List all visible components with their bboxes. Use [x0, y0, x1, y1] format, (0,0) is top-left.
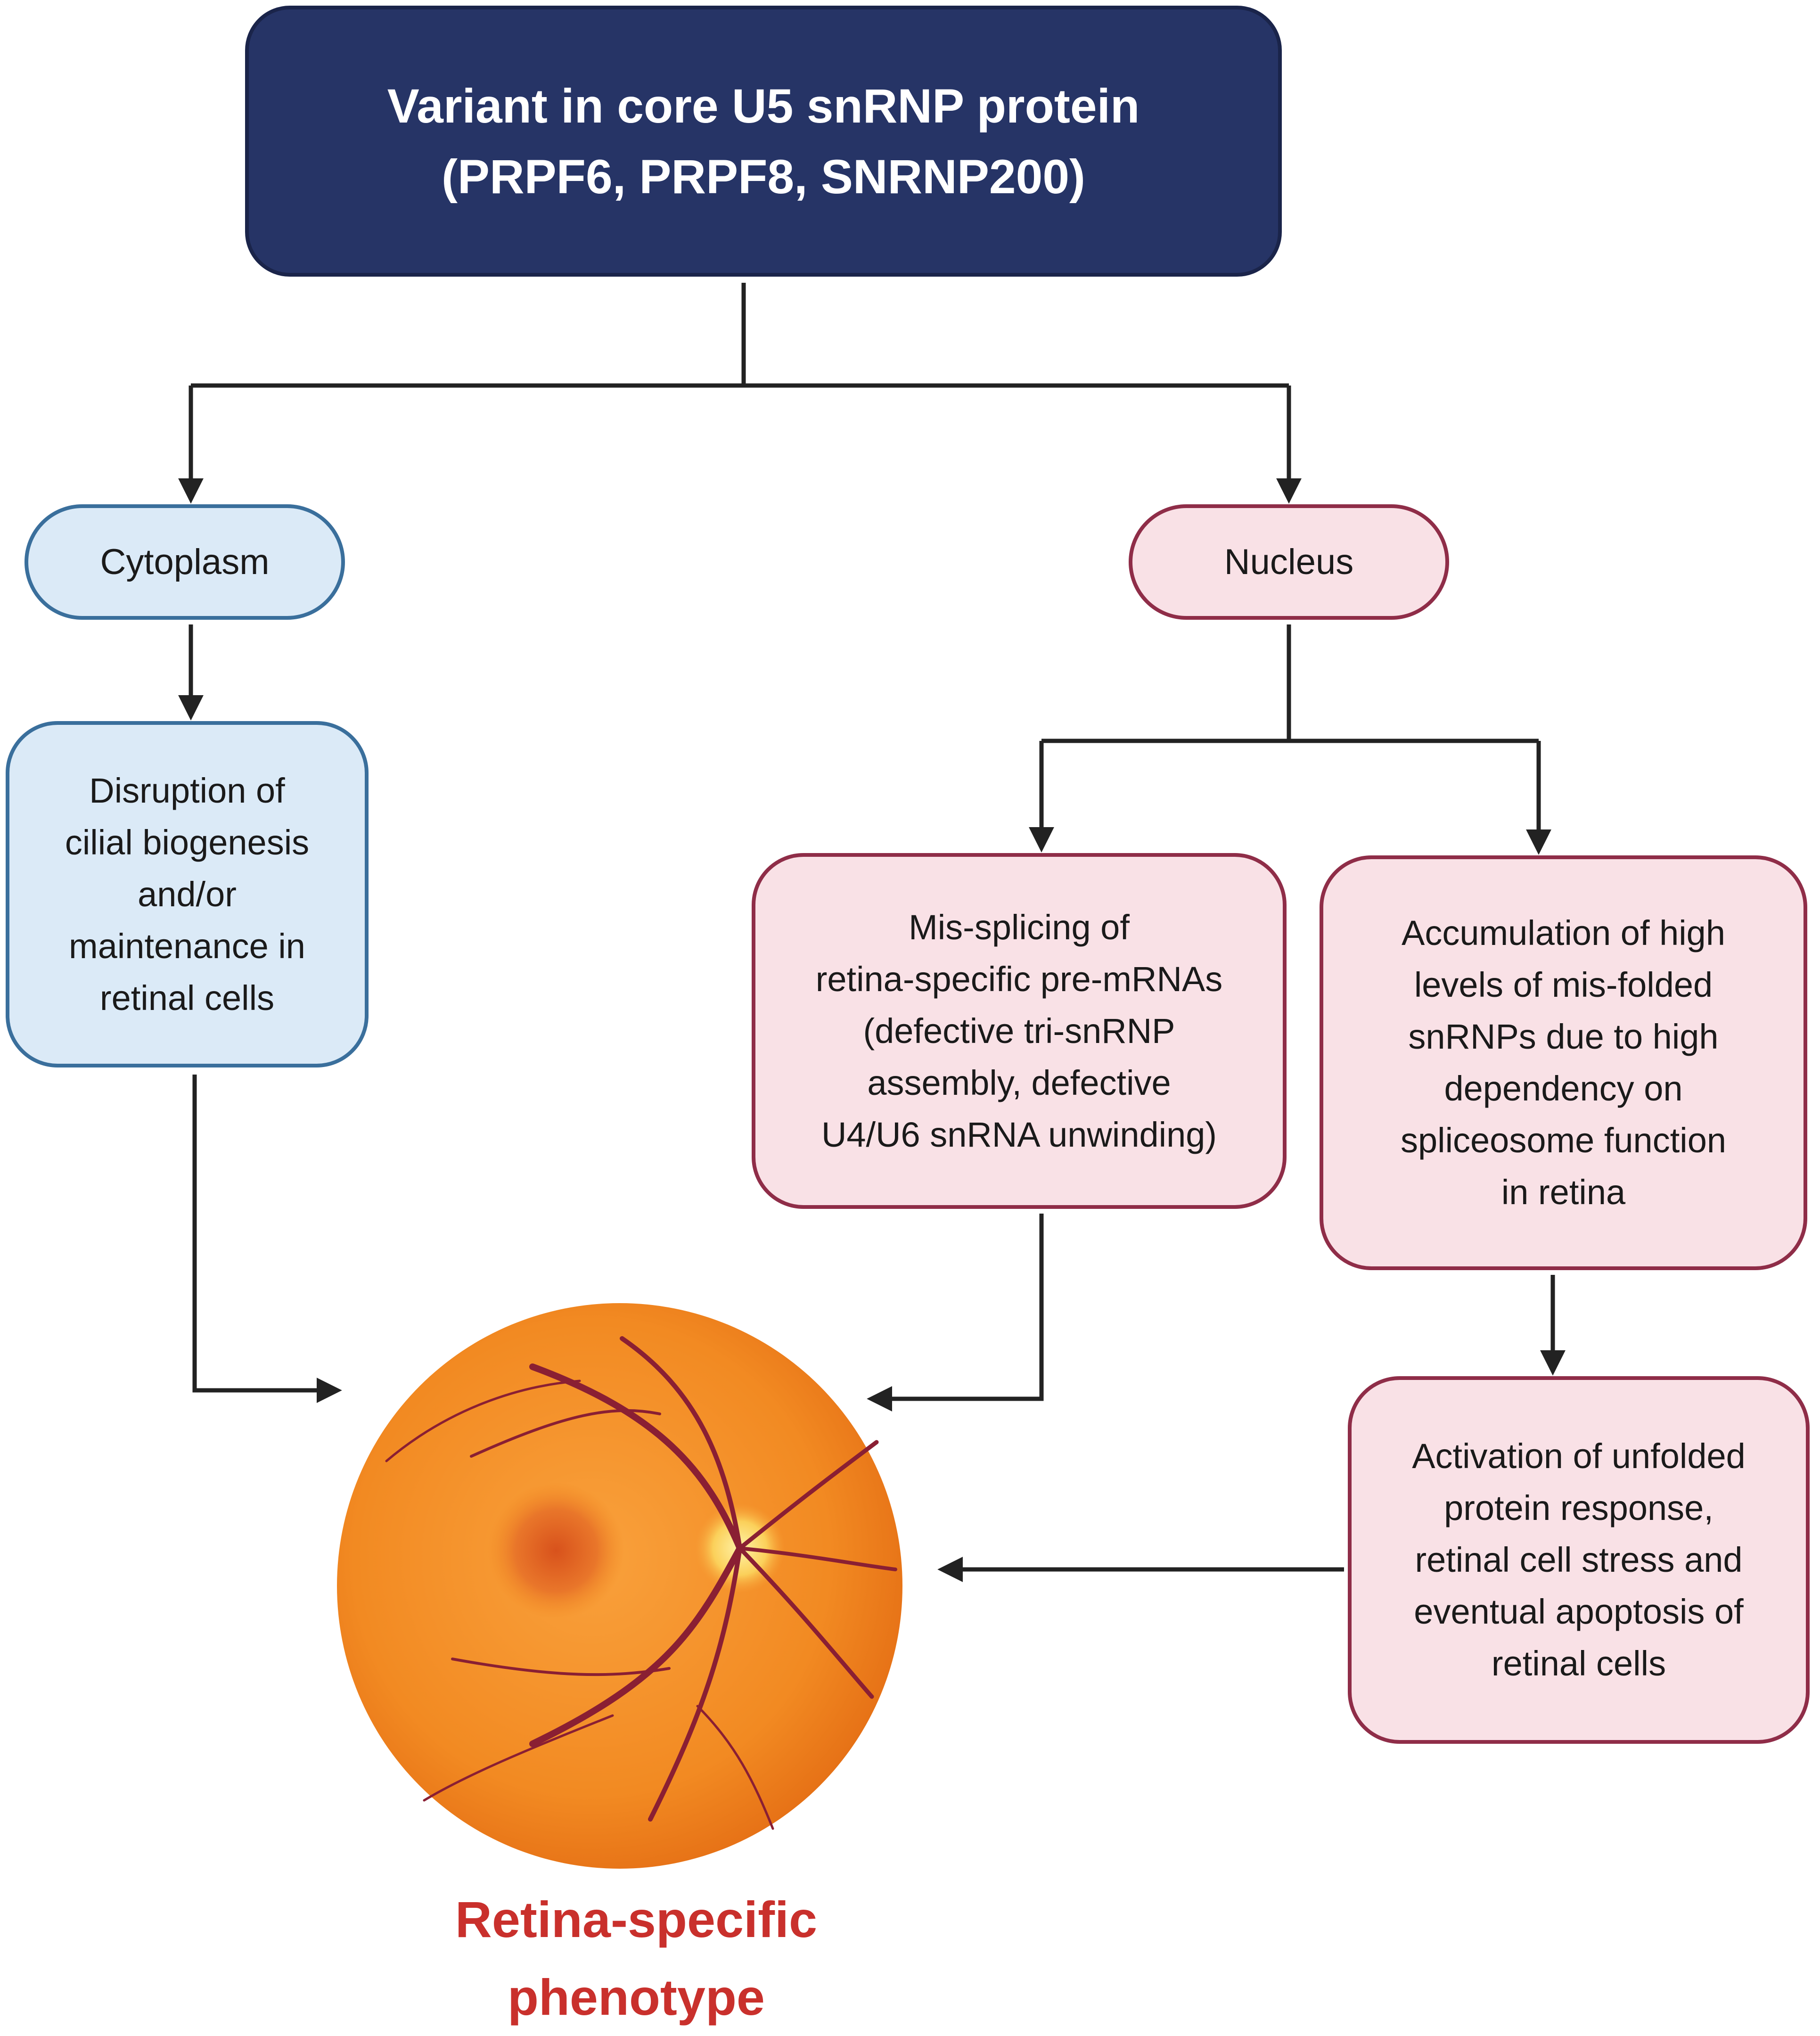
- activation-line: retinal cells: [1491, 1644, 1666, 1683]
- disruption-line: maintenance in: [69, 926, 305, 966]
- accumulation-line: in retina: [1501, 1173, 1626, 1212]
- disruption-line: cilial biogenesis: [65, 822, 310, 862]
- activation-line: protein response,: [1444, 1488, 1713, 1527]
- activation-line: retinal cell stress and: [1415, 1540, 1743, 1579]
- variant-line-1: Variant in core U5 snRNP protein: [387, 79, 1140, 133]
- cytoplasm-box: Cytoplasm: [25, 504, 345, 620]
- missplicing-line: U4/U6 snRNA unwinding): [821, 1115, 1217, 1154]
- missplicing-line: (defective tri-snRNP: [863, 1011, 1175, 1051]
- missplicing-line: Mis-splicing of: [909, 907, 1130, 947]
- disruption-line: and/or: [138, 874, 237, 914]
- variant-box: Variant in core U5 snRNP protein (PRPF6,…: [245, 6, 1282, 277]
- cytoplasm-label: Cytoplasm: [100, 542, 270, 582]
- accumulation-line: dependency on: [1444, 1069, 1683, 1108]
- disruption-box: Disruption of cilial biogenesis and/or m…: [6, 721, 369, 1067]
- activation-line: Activation of unfolded: [1412, 1437, 1746, 1476]
- missplicing-line: retina-specific pre-mRNAs: [815, 959, 1223, 999]
- accumulation-line: levels of mis-folded: [1414, 965, 1713, 1004]
- nucleus-label: Nucleus: [1224, 542, 1354, 582]
- disruption-line: Disruption of: [89, 771, 285, 810]
- disruption-line: retinal cells: [99, 978, 275, 1018]
- missplicing-box: Mis-splicing of retina-specific pre-mRNA…: [752, 853, 1287, 1209]
- accumulation-box: Accumulation of high levels of mis-folde…: [1320, 855, 1807, 1270]
- arrow-missplicing-to-retina: [867, 1214, 1044, 1412]
- phenotype-label: Retina-specific phenotype: [377, 1880, 895, 2036]
- activation-line: eventual apoptosis of: [1414, 1592, 1744, 1631]
- nucleus-box: Nucleus: [1129, 504, 1449, 620]
- arrow-disruption-to-retina: [192, 1075, 342, 1403]
- phenotype-line: Retina-specific: [455, 1891, 818, 1948]
- accumulation-line: snRNPs due to high: [1408, 1017, 1719, 1056]
- accumulation-line: Accumulation of high: [1402, 913, 1725, 952]
- activation-box: Activation of unfolded protein response,…: [1348, 1376, 1810, 1744]
- accumulation-line: spliceosome function: [1400, 1121, 1727, 1160]
- variant-line-2: (PRPF6, PRPF8, SNRNP200): [441, 149, 1086, 204]
- missplicing-line: assembly, defective: [867, 1063, 1171, 1102]
- phenotype-line: phenotype: [507, 1969, 765, 2026]
